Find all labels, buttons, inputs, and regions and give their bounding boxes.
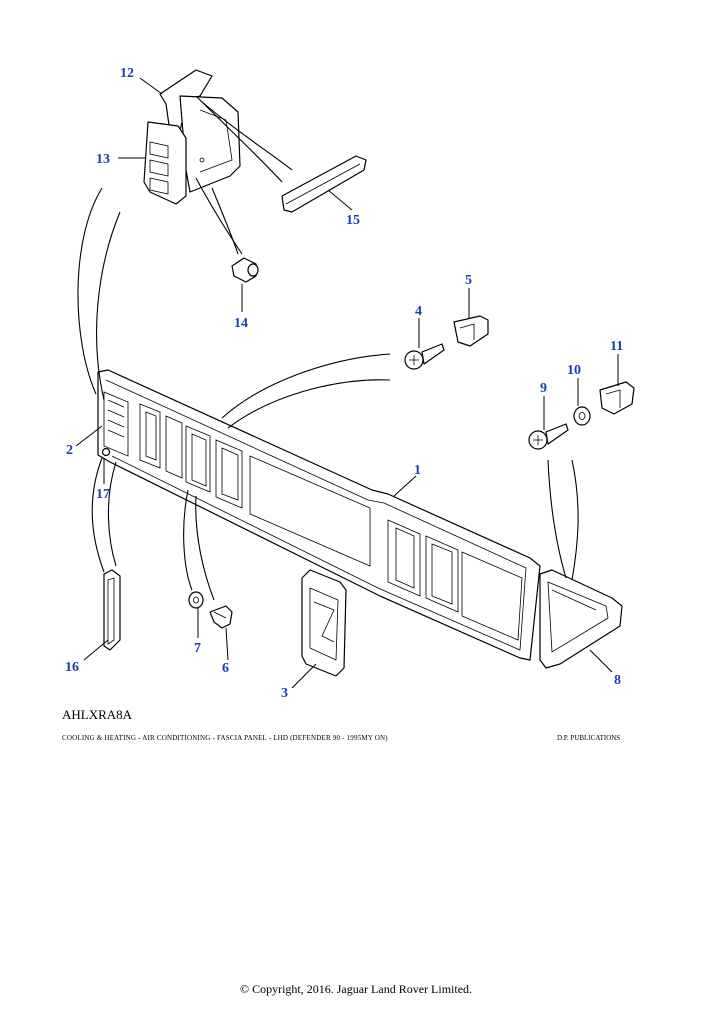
callout-17[interactable]: 17 <box>96 487 110 502</box>
duct-drawing <box>281 155 367 213</box>
callout-5[interactable]: 5 <box>465 273 472 288</box>
fascia-panel-drawing <box>97 369 541 661</box>
callout-3[interactable]: 3 <box>281 686 288 701</box>
callout-4[interactable]: 4 <box>415 304 422 319</box>
end-cap-drawing <box>539 569 623 669</box>
callout-16[interactable]: 16 <box>65 660 79 675</box>
callout-10[interactable]: 10 <box>567 363 581 378</box>
callout-labels: 12 13 15 14 4 5 9 10 11 1 2 17 16 7 6 3 … <box>65 66 623 701</box>
small-parts-drawing <box>101 315 635 651</box>
callout-15[interactable]: 15 <box>346 213 360 228</box>
illustration-reference-code: AHLXRA8A <box>62 707 133 722</box>
bulb-drawing <box>231 257 259 283</box>
publisher-label: D.P. PUBLICATIONS <box>557 734 621 742</box>
copyright-notice: © Copyright, 2016. Jaguar Land Rover Lim… <box>239 982 473 996</box>
callout-1[interactable]: 1 <box>414 463 421 478</box>
callout-12[interactable]: 12 <box>120 66 134 81</box>
callout-6[interactable]: 6 <box>222 661 229 676</box>
diagram-caption: COOLING & HEATING - AIR CONDITIONING - F… <box>62 734 388 742</box>
callout-13[interactable]: 13 <box>96 152 110 167</box>
callout-11[interactable]: 11 <box>610 339 623 354</box>
vent-assembly-drawing <box>143 69 241 205</box>
callout-14[interactable]: 14 <box>234 316 248 331</box>
callout-8[interactable]: 8 <box>614 673 621 688</box>
leader-lines <box>75 77 619 689</box>
callout-9[interactable]: 9 <box>540 381 547 396</box>
routing-lines <box>77 95 579 601</box>
callout-2[interactable]: 2 <box>66 443 73 458</box>
switch-drawing <box>301 569 347 677</box>
callout-7[interactable]: 7 <box>194 641 201 656</box>
